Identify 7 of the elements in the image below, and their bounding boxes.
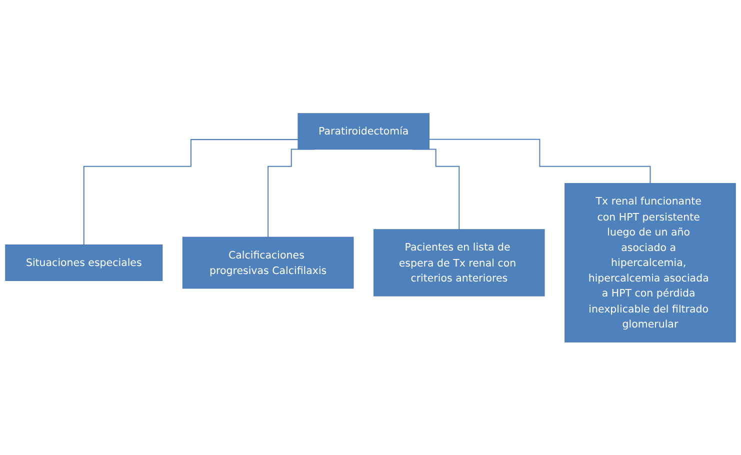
node-box: Pacientes en lista de espera de Tx renal con criterios anteriores <box>374 228 545 296</box>
node-box: Situaciones especiales <box>5 244 163 281</box>
connector <box>83 138 298 246</box>
node-box: Calcificaciones progresivas Calcifilaxis <box>182 236 354 288</box>
node-box: Tx renal funcionante con HPT persistente luego de un año asociado a hipercalcemia, hipercalcemia asociada a HPT con pérdida inexplicable del filtrado glomerular <box>564 182 736 342</box>
node-box: Paratiroidectomía <box>298 112 430 150</box>
connector <box>429 138 651 184</box>
